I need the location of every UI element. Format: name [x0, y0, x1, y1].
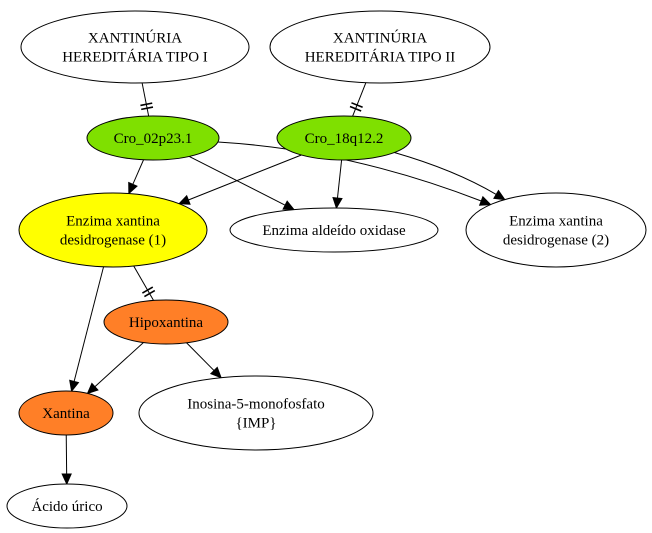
inhibition-bar [349, 105, 362, 112]
node-xant1[interactable]: XANTINÚRIA HEREDITÁRIA TIPO I [20, 10, 250, 84]
nodes-layer: XANTINÚRIA HEREDITÁRIA TIPO I XANTINÚRIA HE… [6, 10, 647, 529]
edge-xdh1-to-xant [69, 266, 105, 393]
inhibition-bar [351, 102, 363, 108]
node-label: desidrogenase (2) [503, 233, 609, 249]
node-cro18[interactable]: Cro_18q12.2 [276, 115, 412, 161]
node-label: XANTINÚRIA [333, 30, 427, 47]
node-xant[interactable]: Xantina [18, 390, 114, 436]
edge-line [133, 265, 155, 301]
node-shape [229, 207, 439, 253]
edge-line [217, 141, 482, 202]
arrow-head [478, 195, 492, 206]
edge-line [336, 159, 343, 199]
arrow-head [69, 379, 80, 393]
edge-hipox-to-imp [186, 342, 222, 379]
edge-cro18-to-aox [332, 159, 343, 210]
arrow-head [61, 473, 72, 486]
node-shape [465, 192, 647, 268]
arrow-head [209, 366, 222, 379]
edge-line [73, 266, 105, 382]
edge-line [352, 82, 367, 117]
node-label: Ácido úrico [31, 498, 102, 515]
node-label: HEREDITÁRIA TIPO II [305, 49, 456, 66]
edge-xdh1-to-hipox [133, 265, 156, 301]
edge-xant1-to-cro02 [140, 82, 154, 117]
arrow-head [177, 194, 191, 205]
node-shape [276, 115, 412, 161]
edge-hipox-to-xant [86, 342, 144, 395]
node-hipox[interactable]: Hipoxantina [103, 299, 229, 345]
node-cro02[interactable]: Cro_02p23.1 [86, 115, 220, 161]
node-label: Cro_18q12.2 [305, 131, 384, 147]
edge-line [186, 342, 215, 371]
node-label: Enzima aldeído oxidase [262, 223, 406, 239]
edge-line [132, 159, 144, 185]
node-xdh2[interactable]: Enzima xantina desidrogenase (2) [465, 192, 647, 268]
node-shape [6, 483, 128, 529]
node-xant2[interactable]: XANTINÚRIA HEREDITÁRIA TIPO II [269, 10, 491, 84]
edge-line [94, 342, 144, 388]
node-label: Hipoxantina [129, 315, 203, 331]
node-label: Cro_02p23.1 [114, 131, 193, 147]
inhibition-bar [143, 289, 156, 298]
node-shape [269, 10, 491, 84]
node-label: XANTINÚRIA [88, 30, 182, 47]
edge-xant2-to-cro18 [349, 82, 367, 117]
node-shape [20, 10, 250, 84]
node-shape [138, 375, 374, 451]
node-shape [18, 192, 208, 268]
inhibition-bar [141, 286, 154, 294]
edge-xant-to-urico [61, 434, 72, 486]
node-shape [103, 299, 229, 345]
arrow-head [282, 200, 296, 211]
node-imp[interactable]: Inosina-5-monofosfato {IMP} [138, 375, 374, 451]
edge-line [141, 82, 150, 117]
arrow-head [128, 181, 138, 195]
node-xdh1[interactable]: Enzima xantina desidrogenase (1) [18, 192, 208, 268]
edge-line [188, 154, 302, 201]
node-label: {IMP} [235, 416, 276, 432]
node-label: Enzima xantina [509, 214, 603, 230]
inhibition-bar [141, 106, 154, 111]
node-shape [18, 390, 114, 436]
node-urico[interactable]: Ácido úrico [6, 483, 128, 529]
node-aox[interactable]: Enzima aldeído oxidase [229, 207, 439, 253]
node-label: desidrogenase (1) [60, 233, 166, 249]
node-label: Xantina [42, 406, 90, 422]
node-label: HEREDITÁRIA TIPO I [62, 49, 208, 66]
arrow-head [493, 189, 506, 201]
edge-cro18-to-xdh1 [177, 154, 302, 205]
edge-cro18-to-xdh2 [394, 152, 506, 201]
node-label: Inosina-5-monofosfato [187, 397, 324, 413]
node-shape [86, 115, 220, 161]
edge-line [394, 152, 497, 195]
edge-cro02-to-xdh2 [217, 141, 492, 206]
node-label: Enzima xantina [66, 214, 160, 230]
arrow-head [332, 196, 343, 210]
inhibition-bar [140, 102, 153, 107]
edge-cro02-to-xdh1 [128, 159, 144, 195]
arrow-head [86, 382, 99, 395]
edges-layer [61, 82, 506, 486]
